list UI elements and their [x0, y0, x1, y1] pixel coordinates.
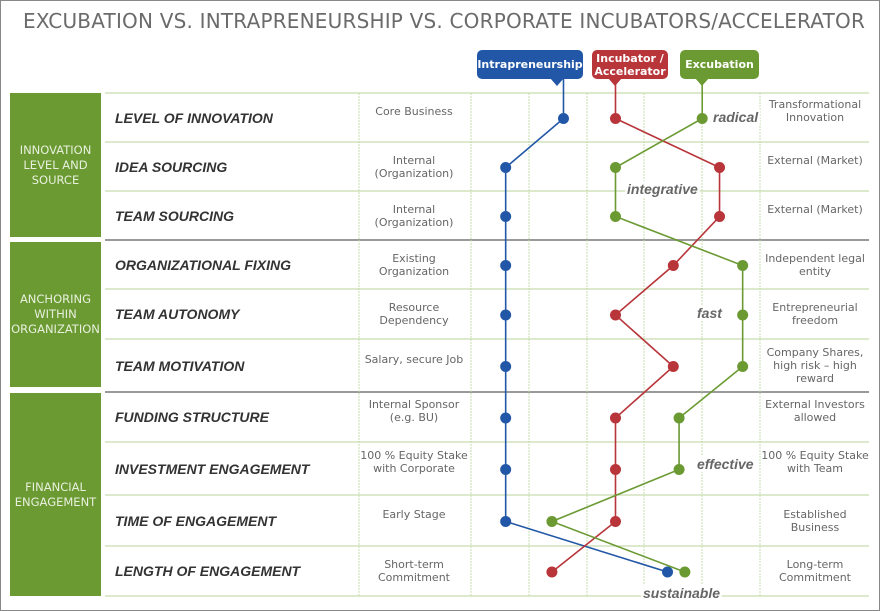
criterion-label: FUNDING STRUCTURE [115, 409, 269, 425]
excubation-point [696, 113, 708, 124]
incubator-point [610, 464, 621, 475]
legend-incubator: Incubator / Accelerator [592, 50, 668, 79]
incubator-point [667, 260, 679, 271]
group-anchoring: ANCHORING WITHIN ORGANIZATION [10, 242, 101, 387]
excubation-point [673, 412, 685, 424]
criterion-label: TEAM SOURCING [115, 207, 234, 224]
incubator-point [610, 309, 621, 321]
right-pole-label: External (Market) [767, 202, 863, 216]
annotation-sustainable: sustainable [641, 585, 723, 601]
incubator-point [667, 361, 679, 372]
right-pole-label: Independent legal entity [765, 251, 865, 278]
intrapreneurship-point [662, 566, 674, 578]
legend-pointer [695, 78, 709, 86]
incubator-point [610, 113, 621, 124]
left-pole-label: Resource Dependency [379, 301, 449, 327]
intrapreneurship-point [500, 516, 512, 527]
legend-pointer [608, 78, 622, 86]
excubation-point [610, 162, 621, 173]
excubation-point [679, 566, 691, 578]
incubator-point [610, 412, 621, 424]
intrapreneurship-point [500, 211, 512, 222]
criterion-label: LEVEL OF INNOVATION [115, 109, 273, 126]
criterion-label: TEAM MOTIVATION [115, 357, 245, 374]
criterion-label: TEAM AUTONOMY [115, 306, 240, 322]
criterion-label: TIME OF ENGAGEMENT [115, 512, 276, 529]
right-pole-label: Established Business [783, 507, 847, 534]
intrapreneurship-line [504, 117, 668, 573]
legend-excubation: Excubation [680, 50, 759, 79]
diagram-title: EXCUBATION VS. INTRAPRENEURSHIP VS. CORP… [23, 9, 866, 33]
right-pole-label: External Investors allowed [765, 397, 865, 424]
left-pole-label: Internal Sponsor (e.g. BU) [368, 397, 460, 424]
criterion-label: IDEA SOURCING [115, 158, 228, 175]
criterion-label: ORGANIZATIONAL FIXING [115, 256, 292, 273]
left-pole-label: Internal (Organization) [374, 202, 454, 229]
legend-intrapreneurship: Intrapreneurship [477, 50, 583, 79]
right-pole-label: External (Market) [767, 153, 863, 167]
left-pole-label: Short-term Commitment [378, 558, 450, 584]
left-pole-label: Internal (Organization) [374, 153, 454, 180]
intrapreneurship-point [500, 162, 512, 173]
group-innovation-level: INNOVATION LEVEL AND SOURCE [10, 93, 101, 237]
excubation-line [549, 117, 744, 573]
right-pole-label: Transformational Innovation [768, 98, 862, 124]
excubation-point [737, 260, 749, 271]
annotation-integrative: integrative [625, 181, 700, 197]
excubation-point [737, 361, 749, 372]
right-pole-label: Company Shares, high risk – high reward [766, 346, 864, 385]
incubator-point [714, 211, 726, 222]
intrapreneurship-point [557, 113, 569, 124]
intrapreneurship-point [500, 260, 512, 271]
intrapreneurship-point [500, 464, 512, 475]
annotation-radical: radical [711, 109, 761, 125]
annotation-effective: effective [695, 456, 756, 472]
criterion-label: INVESTMENT ENGAGEMENT [115, 460, 310, 477]
incubator-point [714, 162, 726, 173]
incubator-point [610, 516, 621, 527]
excubation-point [610, 211, 621, 222]
incubator-point [546, 566, 558, 578]
right-pole-label: Long-term Commitment [779, 558, 851, 584]
intrapreneurship-point [500, 361, 512, 372]
left-pole-label: Early Stage [382, 507, 446, 521]
left-pole-label: Core Business [375, 104, 453, 118]
left-pole-label: Salary, secure Job [364, 352, 464, 366]
legend-pointer [550, 78, 564, 86]
excubation-point [673, 464, 685, 475]
group-financial: FINANCIAL ENGAGEMENT [10, 393, 101, 596]
intrapreneurship-point [500, 412, 512, 424]
intrapreneurship-point [500, 309, 512, 321]
criterion-label: LENGTH OF ENGAGEMENT [115, 563, 301, 579]
right-pole-label: 100 % Equity Stake with Team [761, 449, 869, 475]
excubation-point [737, 309, 749, 321]
left-pole-label: 100 % Equity Stake with Corporate [360, 449, 468, 475]
annotation-fast: fast [695, 305, 724, 321]
excubation-point [546, 516, 558, 527]
right-pole-label: Entrepreneurial freedom [772, 301, 858, 327]
left-pole-label: Existing Organization [378, 251, 450, 278]
